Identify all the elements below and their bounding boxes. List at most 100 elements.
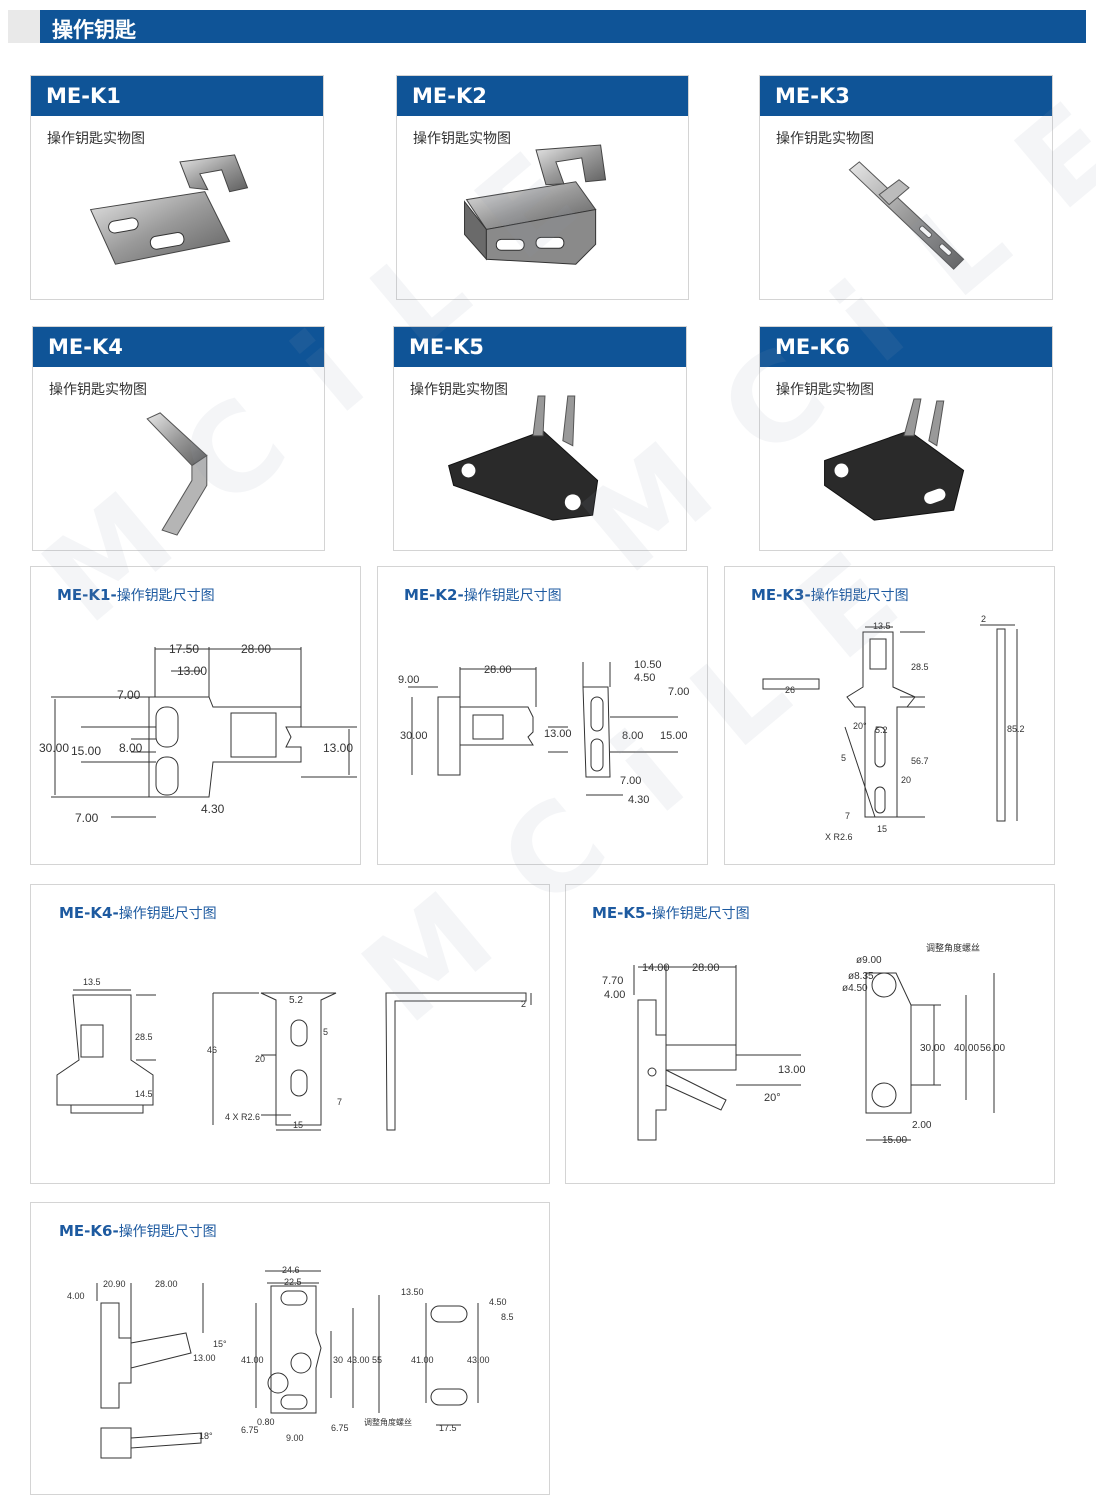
svg-text:4.00: 4.00: [604, 989, 625, 1001]
svg-text:30.00: 30.00: [39, 741, 69, 755]
card-model-label: ME-K6: [760, 327, 1052, 367]
svg-text:7.00: 7.00: [117, 688, 141, 702]
svg-text:20: 20: [255, 1054, 265, 1064]
svg-text:9.00: 9.00: [286, 1433, 304, 1443]
svg-text:20°: 20°: [764, 1092, 781, 1104]
svg-text:10.50: 10.50: [634, 659, 662, 671]
svg-text:7.00: 7.00: [75, 811, 99, 825]
svg-text:7: 7: [845, 811, 850, 821]
svg-text:X R2.6: X R2.6: [825, 832, 853, 842]
svg-text:28.5: 28.5: [911, 662, 929, 672]
section-header: 操作钥匙: [8, 10, 1086, 43]
svg-text:43.00: 43.00: [467, 1355, 490, 1365]
card-caption: 操作钥匙实物图: [776, 382, 874, 398]
svg-text:56.7: 56.7: [911, 756, 929, 766]
svg-text:41.00: 41.00: [411, 1355, 434, 1365]
card-model-label: ME-K4: [33, 327, 324, 367]
dimension-card-k4: ME-K4-操作钥匙尺寸图 13.5 28.5 14.5 5.2 46 5 20…: [30, 884, 550, 1184]
svg-text:28.00: 28.00: [241, 642, 271, 656]
svg-text:28.5: 28.5: [135, 1032, 153, 1042]
key-photo-k6: [824, 398, 965, 521]
svg-text:46: 46: [207, 1045, 217, 1055]
svg-text:13.00: 13.00: [177, 664, 207, 678]
svg-text:5.2: 5.2: [289, 995, 303, 1006]
photo-card-k1: ME-K1 操作钥匙实物图: [30, 75, 324, 300]
dimension-title: ME-K3-操作钥匙尺寸图: [751, 586, 909, 604]
svg-text:调整角度螺丝: 调整角度螺丝: [364, 1417, 412, 1427]
svg-text:4.50: 4.50: [634, 672, 655, 684]
svg-text:15.00: 15.00: [660, 730, 688, 742]
svg-text:ø9.00: ø9.00: [856, 955, 882, 966]
dimension-title: ME-K5-操作钥匙尺寸图: [592, 904, 750, 922]
svg-text:30.00: 30.00: [400, 730, 428, 742]
svg-text:9.00: 9.00: [398, 674, 419, 686]
svg-text:55: 55: [372, 1355, 382, 1365]
dimension-card-k3: ME-K3-操作钥匙尺寸图 13.5 28.5 26 20° 5.2 5 56.…: [724, 566, 1055, 865]
key-photo-k4: [146, 412, 208, 536]
svg-text:20°: 20°: [853, 721, 867, 731]
svg-text:13.00: 13.00: [544, 728, 572, 740]
dimension-title: ME-K6-操作钥匙尺寸图: [59, 1222, 217, 1240]
dimension-drawing-k3: 13.5 28.5 26 20° 5.2 5 56.7 20 7 X R2.6 …: [762, 614, 1025, 842]
card-caption: 操作钥匙实物图: [410, 382, 508, 398]
section-title: 操作钥匙: [52, 18, 136, 42]
svg-text:ø4.50: ø4.50: [842, 983, 868, 994]
dimension-card-k1: ME-K1-操作钥匙尺寸图 17.50 28.00 13.00 7.00 30.…: [30, 566, 361, 865]
photo-card-k2: ME-K2 操作钥匙实物图: [396, 75, 689, 300]
card-caption: 操作钥匙实物图: [413, 131, 511, 147]
card-model-label: ME-K1: [31, 76, 323, 116]
svg-text:4.30: 4.30: [201, 802, 225, 816]
svg-text:28.00: 28.00: [484, 664, 512, 676]
svg-text:13.50: 13.50: [401, 1287, 424, 1297]
svg-text:6.75: 6.75: [331, 1423, 349, 1433]
svg-text:6.75: 6.75: [241, 1425, 259, 1435]
svg-text:43.00: 43.00: [347, 1355, 370, 1365]
dimension-card-k6: ME-K6-操作钥匙尺寸图 4.00 20.90 28.00 15° 13.00…: [30, 1202, 550, 1495]
dimension-title: ME-K4-操作钥匙尺寸图: [59, 904, 217, 922]
svg-text:17.50: 17.50: [169, 642, 199, 656]
header-grey-tab: [8, 10, 40, 43]
dimension-drawing-k1: 17.50 28.00 13.00 7.00 30.00 15.00 8.00 …: [39, 642, 357, 825]
svg-text:20.90: 20.90: [103, 1279, 126, 1289]
svg-text:7.70: 7.70: [602, 975, 623, 987]
svg-text:4 X R2.6: 4 X R2.6: [225, 1112, 260, 1122]
svg-text:17.5: 17.5: [439, 1423, 457, 1433]
svg-text:15: 15: [293, 1120, 303, 1130]
photo-card-k5: ME-K5 操作钥匙实物图: [393, 326, 687, 551]
svg-text:28.00: 28.00: [692, 962, 720, 974]
svg-text:7: 7: [337, 1097, 342, 1107]
svg-text:28.00: 28.00: [155, 1279, 178, 1289]
svg-text:30: 30: [333, 1355, 343, 1365]
card-model-label: ME-K2: [397, 76, 688, 116]
svg-text:7.00: 7.00: [668, 686, 689, 698]
photo-card-k4: ME-K4 操作钥匙实物图: [32, 326, 325, 551]
svg-text:15°: 15°: [213, 1339, 227, 1349]
dimension-title: ME-K2-操作钥匙尺寸图: [404, 586, 562, 604]
svg-text:22.5: 22.5: [284, 1277, 302, 1287]
svg-text:8.00: 8.00: [119, 741, 143, 755]
card-caption: 操作钥匙实物图: [776, 131, 874, 147]
svg-text:13.5: 13.5: [873, 621, 891, 631]
svg-text:56.00: 56.00: [980, 1043, 1005, 1054]
svg-text:15: 15: [877, 824, 887, 834]
card-model-label: ME-K3: [760, 76, 1052, 116]
svg-text:18°: 18°: [199, 1431, 213, 1441]
card-model-label: ME-K5: [394, 327, 686, 367]
svg-text:15.00: 15.00: [882, 1135, 907, 1146]
svg-text:5: 5: [841, 753, 846, 763]
svg-text:8.00: 8.00: [622, 730, 643, 742]
svg-text:调整角度螺丝: 调整角度螺丝: [926, 942, 980, 953]
card-caption: 操作钥匙实物图: [47, 131, 145, 147]
svg-text:14.00: 14.00: [642, 962, 670, 974]
svg-text:26: 26: [785, 685, 795, 695]
svg-text:24.6: 24.6: [282, 1265, 300, 1275]
svg-text:13.00: 13.00: [193, 1353, 216, 1363]
key-photo-k2: [464, 144, 607, 265]
svg-text:4.50: 4.50: [489, 1297, 507, 1307]
svg-text:5: 5: [323, 1027, 328, 1037]
svg-text:85.2: 85.2: [1007, 724, 1025, 734]
key-photo-k5: [448, 395, 599, 521]
svg-text:ø8.35: ø8.35: [848, 971, 874, 982]
svg-text:8.5: 8.5: [501, 1312, 514, 1322]
svg-text:41.00: 41.00: [241, 1355, 264, 1365]
